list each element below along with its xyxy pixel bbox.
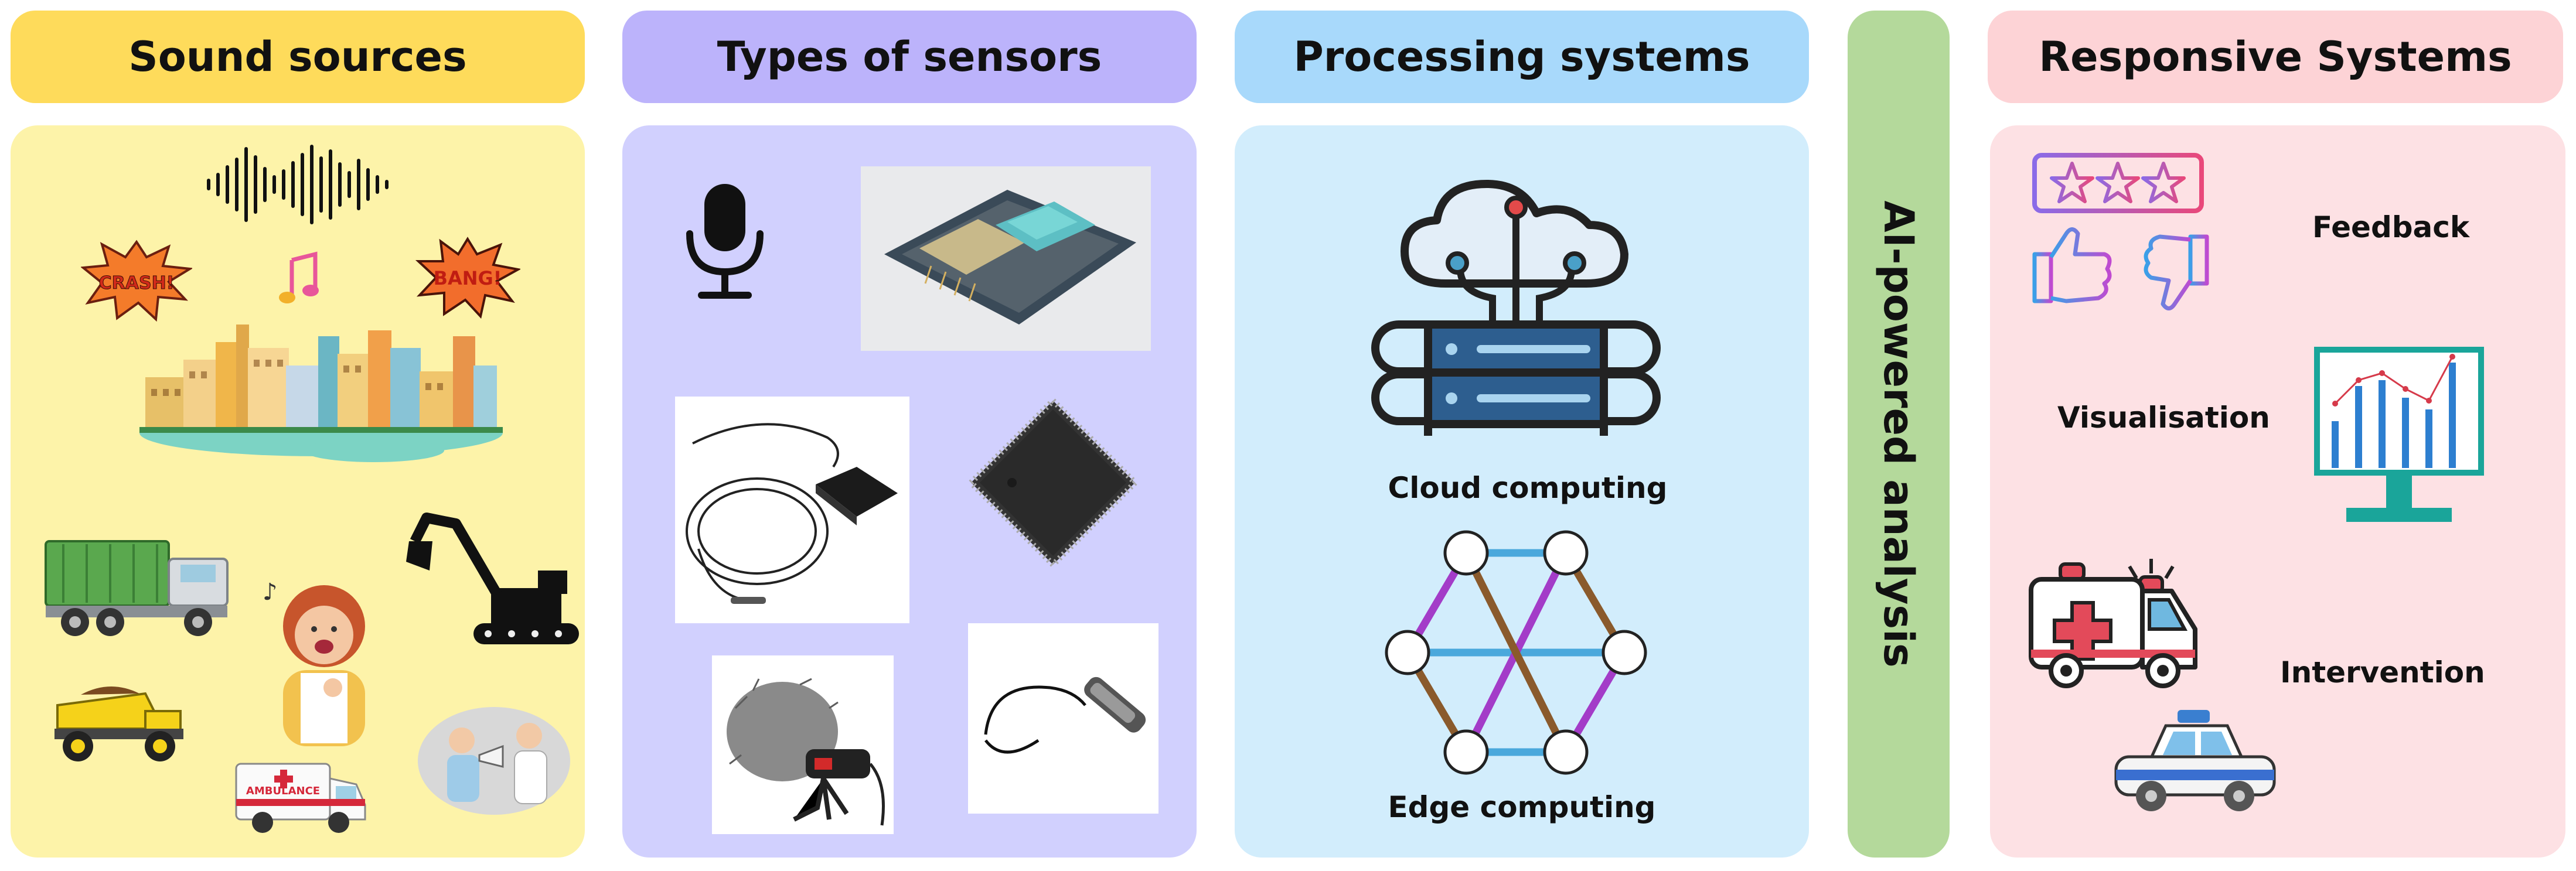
police-car-icon — [2114, 710, 2276, 811]
city-skyline-illustration — [139, 325, 503, 462]
ambulance-vehicle-icon — [2029, 559, 2197, 688]
edge-computing-label: Edge computing — [1388, 790, 1656, 824]
header-responsive: Responsive Systems — [1988, 11, 2563, 103]
header-sensors: Types of sensors — [622, 11, 1197, 103]
thumbs-up-down-icon — [2032, 227, 2209, 310]
music-note-icon — [279, 251, 319, 303]
edge-computing-network-icon — [1385, 530, 1647, 775]
header-processing: Processing systems — [1235, 11, 1809, 103]
cloud-server-icon — [1371, 180, 1661, 436]
intervention-label: Intervention — [2280, 655, 2485, 689]
header-sound-sources-label: Sound sources — [128, 33, 467, 81]
megaphone-people-illustration — [418, 707, 570, 815]
ai-analysis-label: AI-powered analysis — [1875, 200, 1923, 668]
bang-burst-icon: BANG! — [415, 237, 520, 319]
ambulance-icon: AMBULANCE — [235, 763, 366, 833]
header-sound-sources: Sound sources — [11, 11, 585, 103]
ai-analysis-bar: AI-powered analysis — [1848, 11, 1950, 858]
garbage-truck-icon — [45, 540, 229, 636]
feedback-label: Feedback — [2312, 210, 2470, 244]
integrated-circuit-chip-photo — [953, 383, 1153, 576]
crash-word: CRASH! — [99, 273, 175, 293]
header-sensors-label: Types of sensors — [717, 33, 1102, 81]
header-responsive-label: Responsive Systems — [2039, 33, 2512, 81]
svg-text:♪: ♪ — [263, 579, 278, 606]
mems-microphone-chip-photo — [861, 166, 1151, 351]
crash-burst-icon: CRASH! — [81, 240, 192, 322]
header-processing-label: Processing systems — [1293, 33, 1750, 81]
microphone-icon — [686, 184, 764, 299]
star-rating-icon — [2032, 153, 2204, 213]
contact-microphone-photo — [675, 397, 909, 623]
sound-wave-icon — [207, 145, 389, 224]
panel-processing: Cloud computing Edge computing — [1235, 125, 1809, 858]
chart-monitor-icon — [2314, 347, 2484, 522]
visualisation-label: Visualisation — [2057, 401, 2270, 435]
hydrophone-photo — [968, 623, 1158, 814]
shotgun-microphone-photo — [712, 655, 894, 834]
panel-sensors — [622, 125, 1197, 858]
panel-responsive: Feedback Visualisation Intervention — [1990, 125, 2565, 858]
ambulance-word: AMBULANCE — [246, 785, 320, 797]
cloud-computing-label: Cloud computing — [1388, 471, 1668, 505]
bang-word: BANG! — [434, 267, 502, 289]
panel-sound-sources: CRASH! BANG! — [11, 125, 585, 858]
dump-truck-icon — [54, 686, 183, 761]
singing-person-illustration: ♪ — [263, 579, 365, 746]
excavator-icon — [406, 513, 579, 644]
